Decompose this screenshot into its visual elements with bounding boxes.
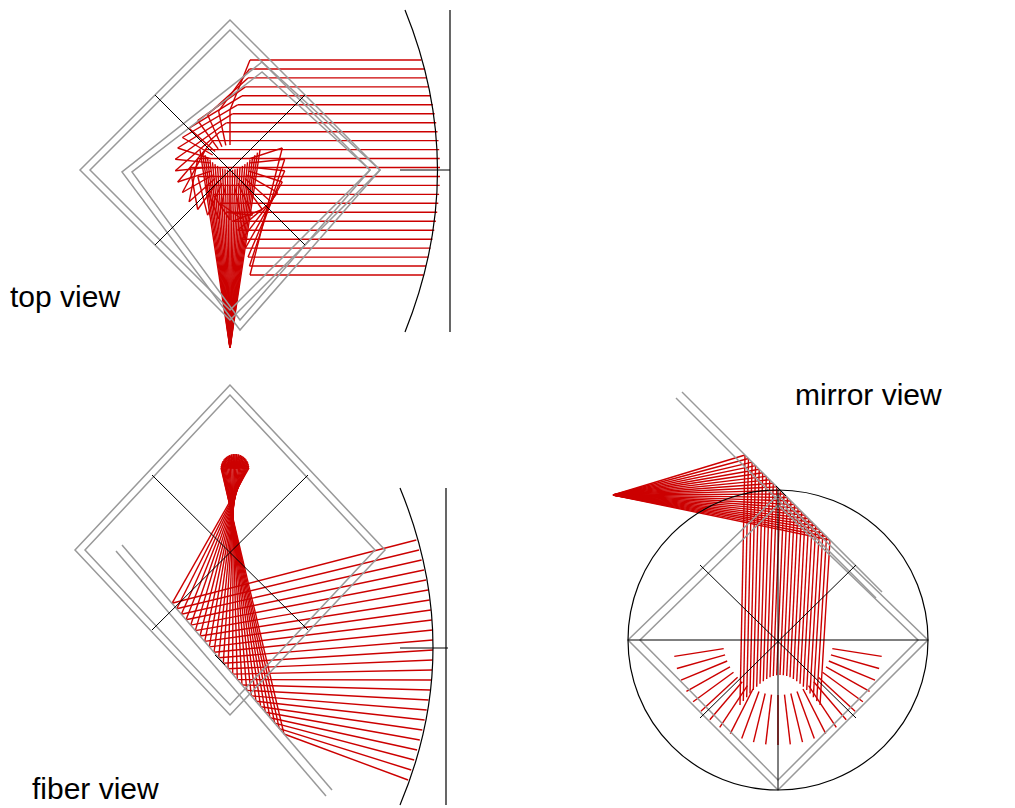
ray <box>270 718 417 750</box>
ray <box>206 185 219 218</box>
ray <box>248 77 427 78</box>
ray <box>213 194 230 220</box>
ray <box>228 170 231 348</box>
ray <box>221 467 235 468</box>
ray <box>238 183 252 215</box>
ray <box>242 238 433 239</box>
ray <box>218 166 231 348</box>
ray <box>222 464 236 468</box>
ray <box>754 694 766 743</box>
ray <box>198 158 440 159</box>
ray <box>178 141 213 182</box>
ray <box>250 148 282 275</box>
ray <box>232 113 434 114</box>
ray <box>213 194 439 195</box>
ray <box>198 176 440 177</box>
ray <box>681 661 727 680</box>
ray <box>208 158 231 348</box>
ray <box>720 686 748 728</box>
ray <box>221 466 235 468</box>
ray <box>832 649 881 657</box>
ray <box>200 600 430 636</box>
ray-bundle <box>172 60 882 780</box>
ray <box>242 95 431 96</box>
ray <box>250 265 427 266</box>
ray <box>222 463 235 468</box>
ray <box>227 457 252 696</box>
ray <box>785 695 791 745</box>
ray <box>249 148 282 159</box>
ray <box>206 149 440 150</box>
ray <box>250 68 425 69</box>
ray <box>250 167 285 171</box>
ray <box>220 203 241 219</box>
ray <box>831 655 879 669</box>
ray <box>766 695 772 745</box>
ray <box>820 540 830 705</box>
view-label: top view <box>10 280 120 313</box>
ray <box>189 159 198 202</box>
ray <box>677 655 725 669</box>
ray <box>220 203 438 204</box>
ray <box>198 177 208 216</box>
ray <box>284 734 408 780</box>
ray <box>250 59 421 60</box>
ray <box>730 689 753 734</box>
ray <box>238 104 433 105</box>
construction-lines <box>152 95 928 790</box>
ray <box>826 667 870 691</box>
ray <box>829 661 875 680</box>
ray <box>803 689 826 734</box>
ray <box>229 185 230 220</box>
ray <box>238 229 435 230</box>
ray <box>256 701 425 720</box>
ray <box>613 495 830 540</box>
ray <box>225 169 230 348</box>
ray <box>245 86 429 87</box>
ray <box>206 185 440 186</box>
ray <box>245 247 430 248</box>
ray <box>175 159 210 163</box>
view-label: mirror view <box>795 378 942 411</box>
ray <box>215 164 230 348</box>
ray <box>275 723 415 760</box>
ray <box>797 692 814 739</box>
ray <box>213 140 439 141</box>
ray <box>250 159 285 266</box>
ray <box>219 185 226 219</box>
ray <box>213 162 231 348</box>
view-label: fiber view <box>32 772 159 805</box>
ray <box>674 649 723 657</box>
ray <box>248 256 428 257</box>
ray <box>245 182 282 248</box>
ray <box>182 105 237 138</box>
ray <box>203 153 231 348</box>
